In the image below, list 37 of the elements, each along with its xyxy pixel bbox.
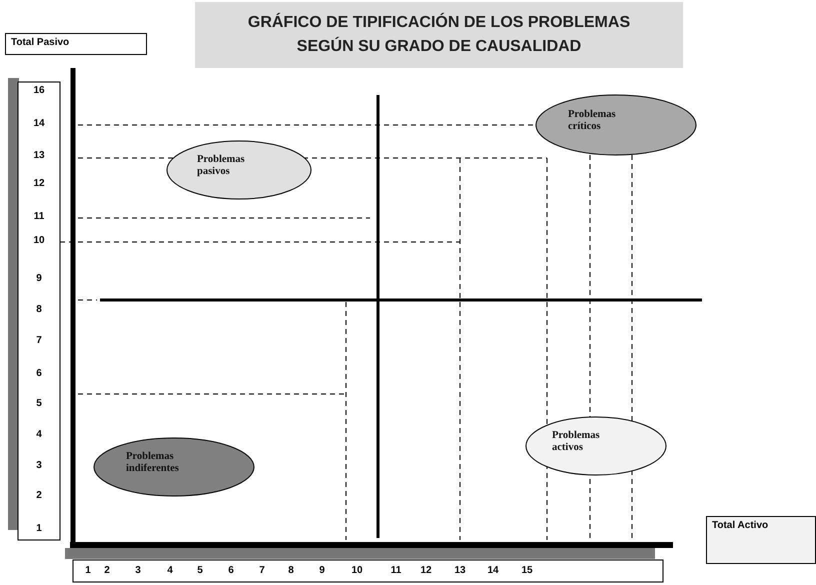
axis-tick-label: 4 [166, 565, 174, 576]
axis-tick-label: 9 [318, 565, 326, 576]
axis-tick-label: 12 [32, 178, 46, 189]
axis-tick-label: 1 [35, 523, 43, 534]
axis-tick-label: 13 [453, 565, 467, 576]
axis-tick-label: 14 [32, 118, 46, 129]
axis-title-box: Total Activo [706, 516, 816, 564]
axis-tick-label: 8 [287, 565, 295, 576]
axis-tick-label: 2 [35, 490, 43, 501]
axis-title-box: Total Pasivo [5, 33, 147, 55]
axis-tick-label: 12 [419, 565, 433, 576]
axis-tick-label: 13 [32, 150, 46, 161]
axis-tick-label: 3 [35, 460, 43, 471]
axis-tick-label: 10 [32, 235, 46, 246]
category-label: Problemas indiferentes [126, 451, 180, 475]
axis-tick-label: 3 [134, 565, 142, 576]
axis-tick-label: 15 [520, 565, 534, 576]
axis-tick-label: 4 [35, 429, 43, 440]
category-label: Problemas críticos [568, 109, 617, 133]
axis-tick-label: 7 [258, 565, 266, 576]
axis-tick-label: 9 [35, 273, 43, 284]
category-label: Problemas activos [552, 430, 601, 454]
axis-tick-label: 6 [227, 565, 235, 576]
chart-title: GRÁFICO DE TIPIFICACIÓN DE LOS PROBLEMAS SEGÚN SU GRADO DE CAUSALIDAD [195, 2, 683, 68]
category-label: Problemas pasivos [197, 154, 246, 178]
axis-tick-label: 5 [196, 565, 204, 576]
axis-tick-label: 10 [350, 565, 364, 576]
axis-tick-label: 1 [84, 565, 92, 576]
axis-tick-label: 16 [32, 85, 46, 96]
axis-tick-label: 11 [32, 211, 46, 222]
axis-tick-label: 7 [35, 335, 43, 346]
axis-tick-label: 5 [35, 398, 43, 409]
axis-tick-label: 2 [103, 565, 111, 576]
axis-tick-label: 14 [486, 565, 500, 576]
axis-tick-label: 6 [35, 368, 43, 379]
axis-tick-label: 11 [390, 565, 402, 576]
axis-tick-label: 8 [35, 304, 43, 315]
